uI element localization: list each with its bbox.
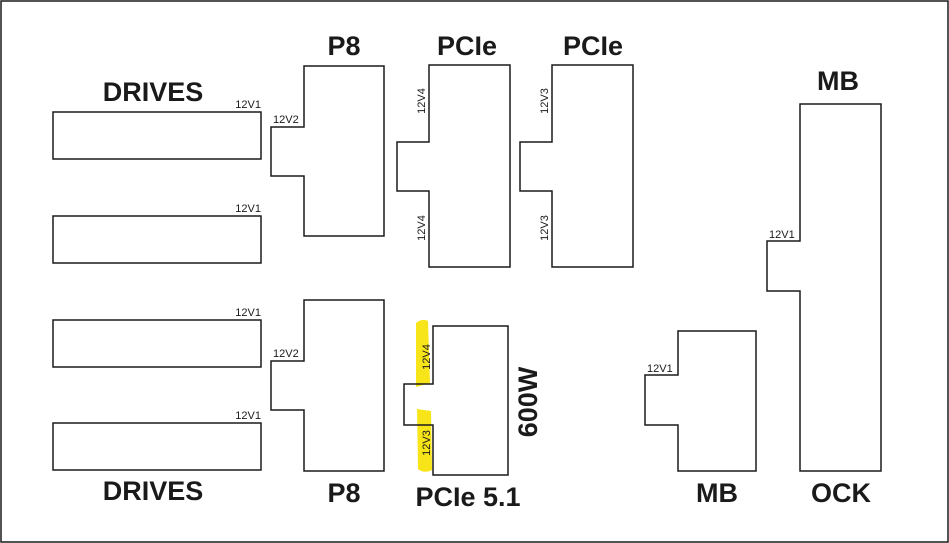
drive-4-rail-label: 12V1 [235, 410, 261, 422]
pcie-1-rail-upper: 12V4 [416, 88, 428, 114]
p8-bottom-rail-label: 12V2 [273, 348, 299, 360]
p8-connector-top [270, 65, 385, 237]
drives-bottom-label: DRIVES [103, 476, 204, 506]
pcie-connector-2 [519, 64, 634, 268]
drive-connector-4 [52, 422, 262, 471]
drives-top-label: DRIVES [103, 77, 204, 107]
mb-connector-small [644, 330, 757, 472]
pcie-2-label: PCIe [563, 31, 623, 61]
pcie-1-rail-lower: 12V4 [416, 215, 428, 241]
mb-small-rail-label: 12V1 [647, 363, 673, 375]
highlight-mark-upper [416, 319, 430, 387]
drive-connector-1 [52, 111, 262, 160]
pcie-51-rail-lower: 12V3 [421, 430, 433, 456]
drive-2-rail-label: 12V1 [235, 203, 261, 215]
wattage-label: 600W [513, 366, 543, 437]
mb-top-label: MB [817, 66, 859, 96]
pcie-51-label: PCIe 5.1 [415, 482, 520, 512]
p8-connector-bottom [270, 299, 385, 472]
mb-connector-main [766, 103, 882, 472]
drive-connector-2 [52, 215, 262, 264]
pcie-51-connector [403, 325, 509, 476]
pcie-2-rail-upper: 12V3 [539, 88, 551, 114]
drive-1-rail-label: 12V1 [235, 99, 261, 111]
drive-connector-3 [52, 319, 262, 368]
pcie-connector-1 [396, 64, 511, 268]
ock-label: OCK [811, 478, 872, 508]
drive-3-rail-label: 12V1 [235, 307, 261, 319]
pcie-1-label: PCIe [437, 31, 497, 61]
pcie-2-rail-lower: 12V3 [539, 215, 551, 241]
p8-bottom-label: P8 [327, 478, 360, 508]
p8-top-label: P8 [327, 31, 360, 61]
mb-bottom-label: MB [696, 478, 738, 508]
pcie-51-rail-upper: 12V4 [421, 344, 433, 370]
p8-top-rail-label: 12V2 [273, 114, 299, 126]
mb-main-rail-label: 12V1 [769, 229, 795, 241]
